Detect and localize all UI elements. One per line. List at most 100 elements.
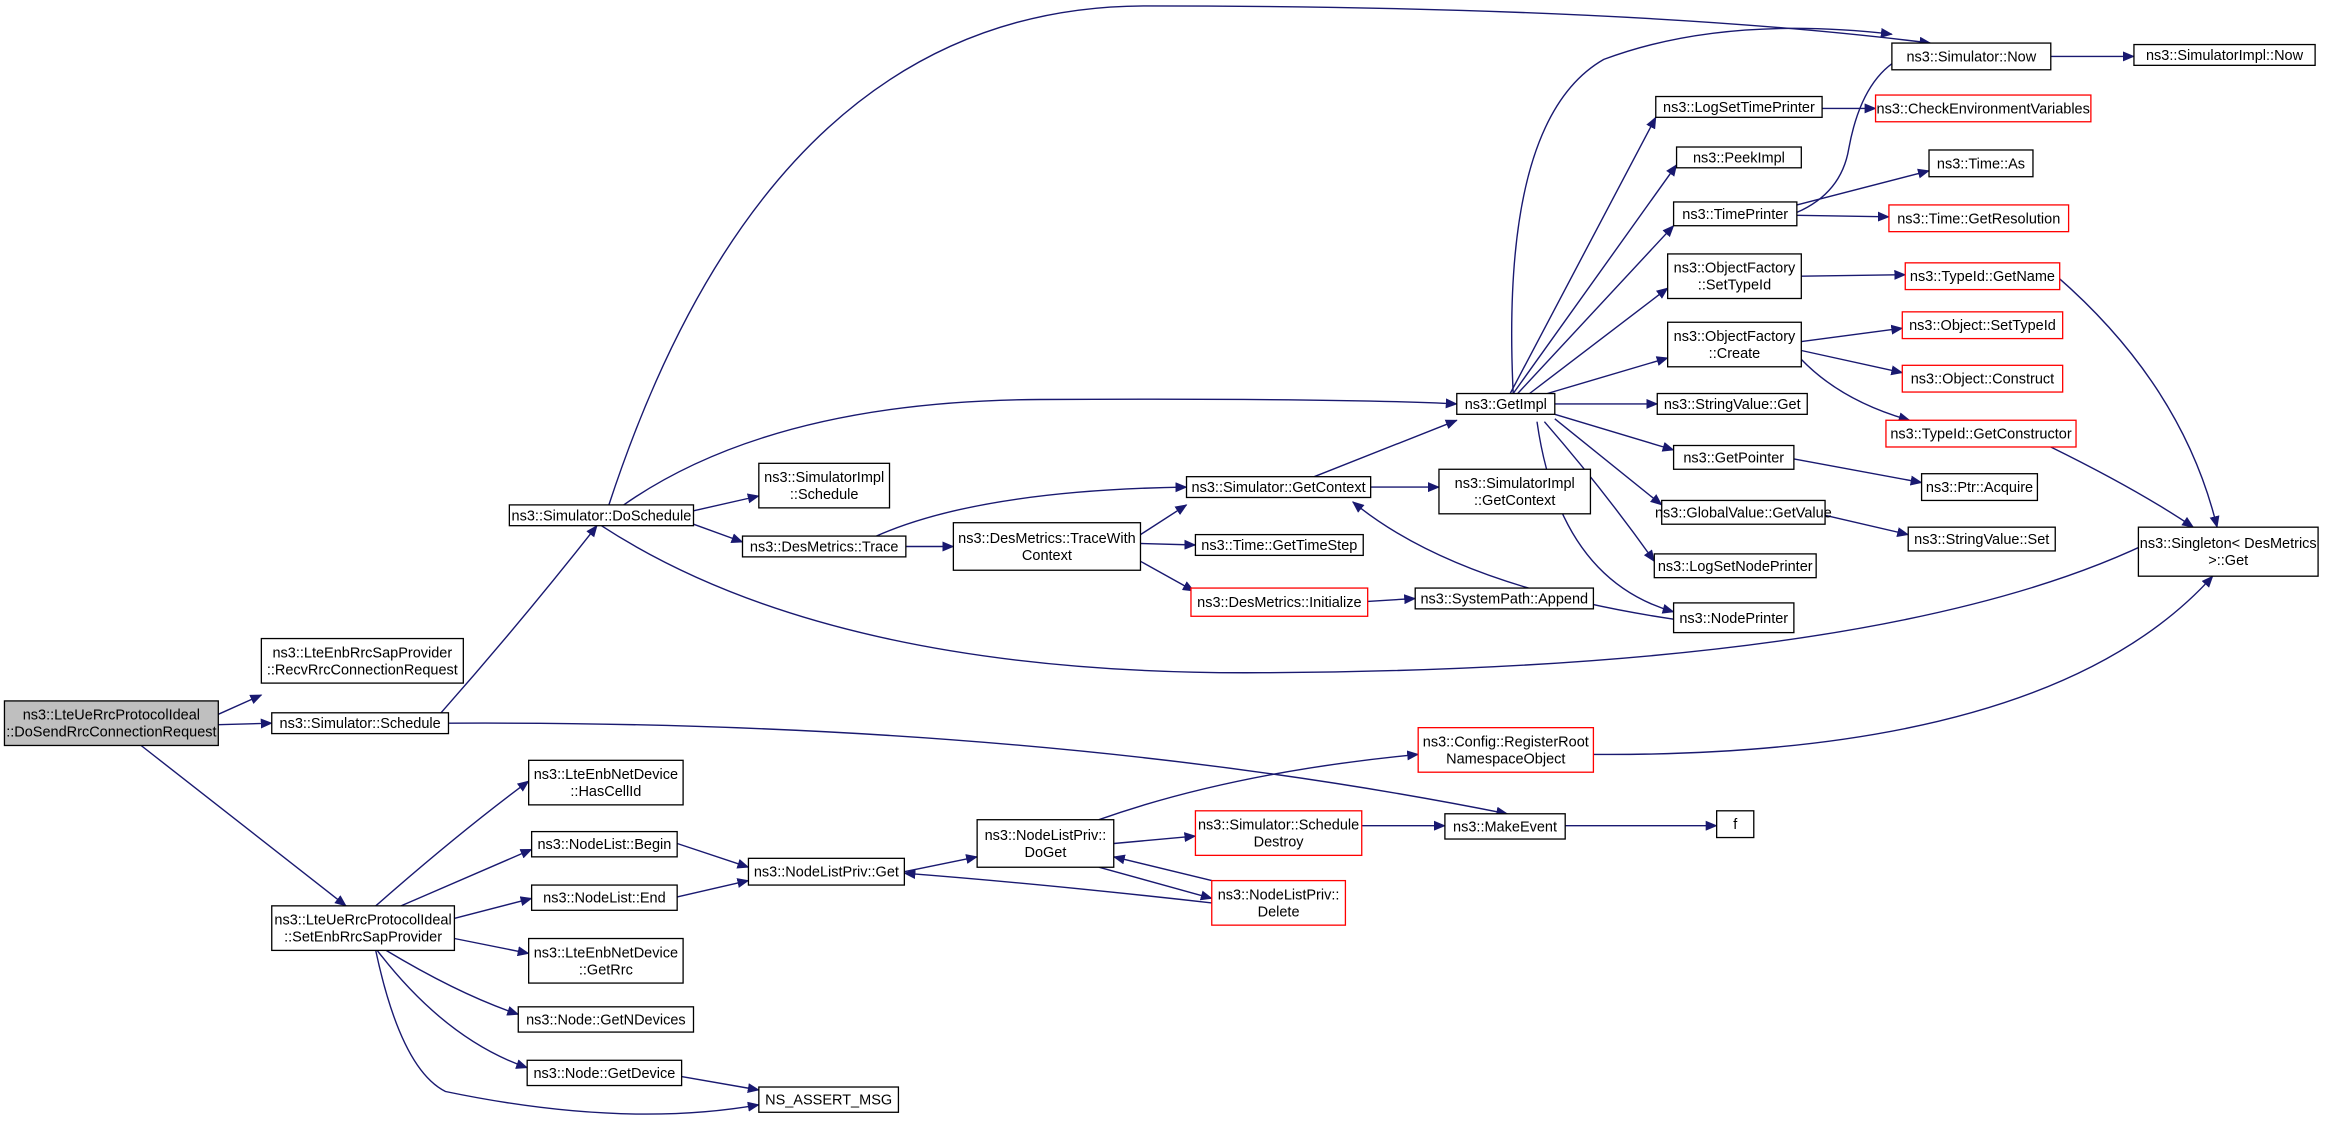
node-simnow[interactable]: ns3::Simulator::Now — [1891, 42, 2052, 71]
node-box[interactable] — [1672, 444, 1795, 470]
node-box[interactable] — [508, 504, 695, 527]
node-setenb[interactable]: ns3::LteUeRrcProtocolIdeal::SetEnbRrcSap… — [271, 905, 456, 952]
node-box[interactable] — [1885, 419, 2077, 448]
node-box[interactable] — [530, 884, 678, 911]
node-getimpl[interactable]: ns3::GetImpl — [1456, 392, 1556, 415]
node-recv[interactable]: ns3::LteEnbRrcSapProvider::RecvRrcConnec… — [260, 637, 464, 684]
node-box[interactable] — [1194, 810, 1363, 857]
node-box[interactable] — [528, 937, 684, 984]
node-makeevent[interactable]: ns3::MakeEvent — [1444, 813, 1566, 840]
node-logsettime[interactable]: ns3::LogSetTimePrinter — [1655, 95, 1823, 118]
node-singleton[interactable]: ns3::Singleton< DesMetrics >::Get — [2137, 526, 2319, 577]
node-getndev[interactable]: ns3::Node::GetNDevices — [517, 1006, 695, 1033]
node-getctx[interactable]: ns3::Simulator::GetContext — [1185, 476, 1372, 499]
node-box[interactable] — [1438, 468, 1592, 515]
node-box[interactable] — [1667, 321, 1802, 368]
node-implnow[interactable]: ns3::SimulatorImpl::Now — [2133, 43, 2316, 66]
node-box[interactable] — [1414, 587, 1595, 610]
node-box[interactable] — [758, 462, 891, 509]
node-dmtrace[interactable]: ns3::DesMetrics::Trace — [741, 535, 907, 558]
node-box[interactable] — [1874, 94, 2092, 123]
node-box[interactable] — [517, 1006, 695, 1033]
node-box[interactable] — [1672, 602, 1795, 634]
node-nodeprinter[interactable]: ns3::NodePrinter — [1672, 602, 1795, 634]
node-checkenv[interactable]: ns3::CheckEnvironmentVariables — [1874, 94, 2092, 123]
node-hascellid[interactable]: ns3::LteEnbNetDevice::HasCellId — [528, 759, 684, 806]
node-peekimpl[interactable]: ns3::PeekImpl — [1675, 146, 1802, 169]
node-sched[interactable]: ns3::Simulator::Schedule — [271, 712, 450, 735]
node-box[interactable] — [530, 830, 678, 858]
node-box[interactable] — [1675, 146, 1802, 169]
node-box[interactable] — [260, 637, 464, 684]
node-nlbegin[interactable]: ns3::NodeList::Begin — [530, 830, 678, 858]
node-box[interactable] — [952, 522, 1142, 571]
node-objsettid[interactable]: ns3::Object::SetTypeId — [1901, 311, 2064, 340]
node-box[interactable] — [2133, 43, 2316, 66]
node-box[interactable] — [3, 700, 219, 747]
node-getpointer[interactable]: ns3::GetPointer — [1672, 444, 1795, 470]
node-tidgetname[interactable]: ns3::TypeId::GetName — [1904, 262, 2061, 291]
node-ofcreate[interactable]: ns3::ObjectFactory::Create — [1667, 321, 1802, 368]
node-box[interactable] — [271, 712, 450, 735]
node-sysappend[interactable]: ns3::SystemPath::Append — [1414, 587, 1595, 610]
node-box[interactable] — [1190, 587, 1369, 617]
node-box[interactable] — [758, 1086, 900, 1113]
node-gvgetvalue[interactable]: ns3::GlobalValue::GetValue — [1655, 499, 1832, 525]
node-box[interactable] — [747, 857, 906, 886]
node-nlprivdelete[interactable]: ns3::NodeListPriv::Delete — [1211, 879, 1347, 926]
node-getdevice[interactable]: ns3::Node::GetDevice — [526, 1059, 683, 1087]
node-strvalset[interactable]: ns3::StringValue::Set — [1907, 526, 2056, 552]
node-timestep[interactable]: ns3::Time::GetTimeStep — [1194, 533, 1364, 557]
node-box[interactable] — [528, 759, 684, 806]
node-nlprivdoget[interactable]: ns3::NodeListPriv::DoGet — [976, 819, 1115, 868]
node-box[interactable] — [1920, 473, 2039, 502]
node-box[interactable] — [976, 819, 1115, 868]
node-dminit[interactable]: ns3::DesMetrics::Initialize — [1190, 587, 1369, 617]
node-box[interactable] — [1656, 392, 1808, 415]
node-box[interactable] — [1891, 42, 2052, 71]
node-box[interactable] — [1667, 253, 1802, 300]
node-box[interactable] — [1907, 526, 2056, 552]
node-box[interactable] — [1444, 813, 1566, 840]
node-box[interactable] — [741, 535, 907, 558]
node-ofsettid[interactable]: ns3::ObjectFactory::SetTypeId — [1667, 253, 1802, 300]
node-tidgetctor[interactable]: ns3::TypeId::GetConstructor — [1885, 419, 2077, 448]
node-box[interactable] — [1211, 879, 1347, 926]
node-box[interactable] — [1904, 262, 2061, 291]
node-nlend[interactable]: ns3::NodeList::End — [530, 884, 678, 911]
node-box[interactable] — [1655, 95, 1823, 118]
node-timeres[interactable]: ns3::Time::GetResolution — [1888, 204, 2070, 233]
node-root[interactable]: ns3::LteUeRrcProtocolIdeal::DoSendRrcCon… — [3, 700, 219, 747]
node-implsched[interactable]: ns3::SimulatorImpl::Schedule — [758, 462, 891, 509]
node-box[interactable] — [1901, 311, 2064, 340]
node-logsetnode[interactable]: ns3::LogSetNodePrinter — [1653, 553, 1817, 579]
node-box[interactable] — [271, 905, 456, 952]
node-box[interactable] — [1456, 392, 1556, 415]
node-objconstruct[interactable]: ns3::Object::Construct — [1901, 364, 2064, 393]
node-timeprinter[interactable]: ns3::TimePrinter — [1672, 201, 1798, 227]
node-f[interactable]: f — [1716, 810, 1755, 839]
node-box[interactable] — [1653, 553, 1817, 579]
node-box[interactable] — [1888, 204, 2070, 233]
node-ptracquire[interactable]: ns3::Ptr::Acquire — [1920, 473, 2039, 502]
node-box[interactable] — [1901, 364, 2064, 393]
node-timeas[interactable]: ns3::Time::As — [1928, 149, 2034, 178]
node-nlprivget[interactable]: ns3::NodeListPriv::Get — [747, 857, 906, 886]
node-box[interactable] — [1417, 727, 1595, 773]
node-getrrc[interactable]: ns3::LteEnbNetDevice::GetRrc — [528, 937, 684, 984]
node-implgetctx[interactable]: ns3::SimulatorImpl::GetContext — [1438, 468, 1592, 515]
node-assertmsg[interactable]: NS_ASSERT_MSG — [758, 1086, 900, 1113]
node-box[interactable] — [1716, 810, 1755, 839]
node-box[interactable] — [1661, 499, 1826, 525]
node-dosched[interactable]: ns3::Simulator::DoSchedule — [508, 504, 695, 527]
node-box[interactable] — [1194, 533, 1364, 557]
node-box[interactable] — [526, 1059, 683, 1087]
node-box[interactable] — [1672, 201, 1798, 227]
node-box[interactable] — [1928, 149, 2034, 178]
node-box[interactable] — [2137, 526, 2319, 577]
node-strvalget[interactable]: ns3::StringValue::Get — [1656, 392, 1808, 415]
node-box[interactable] — [1185, 476, 1372, 499]
